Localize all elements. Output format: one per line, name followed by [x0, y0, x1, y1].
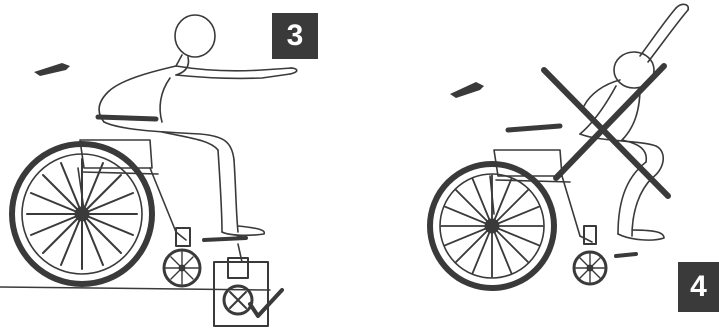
person-figure [98, 14, 298, 237]
caster-detail-inset [213, 257, 284, 327]
armrest [505, 123, 563, 133]
cross-out-mark-icon [541, 63, 671, 199]
armrest [95, 114, 159, 122]
wheelchair-frame [77, 139, 248, 263]
rear-wheel [9, 141, 155, 287]
step-number-badge-3: 3 [272, 13, 318, 59]
rear-wheel [427, 161, 557, 291]
panel-4 [427, 3, 690, 291]
brake-icon [450, 82, 484, 98]
ground-line [0, 286, 271, 291]
check-mark-icon [248, 288, 284, 318]
step-number-badge-4: 4 [678, 262, 719, 312]
caster-wheel [572, 225, 608, 286]
panel-3 [0, 14, 298, 327]
caster-wheel [162, 227, 202, 288]
person-figure [579, 3, 690, 241]
brake-icon [34, 63, 70, 76]
